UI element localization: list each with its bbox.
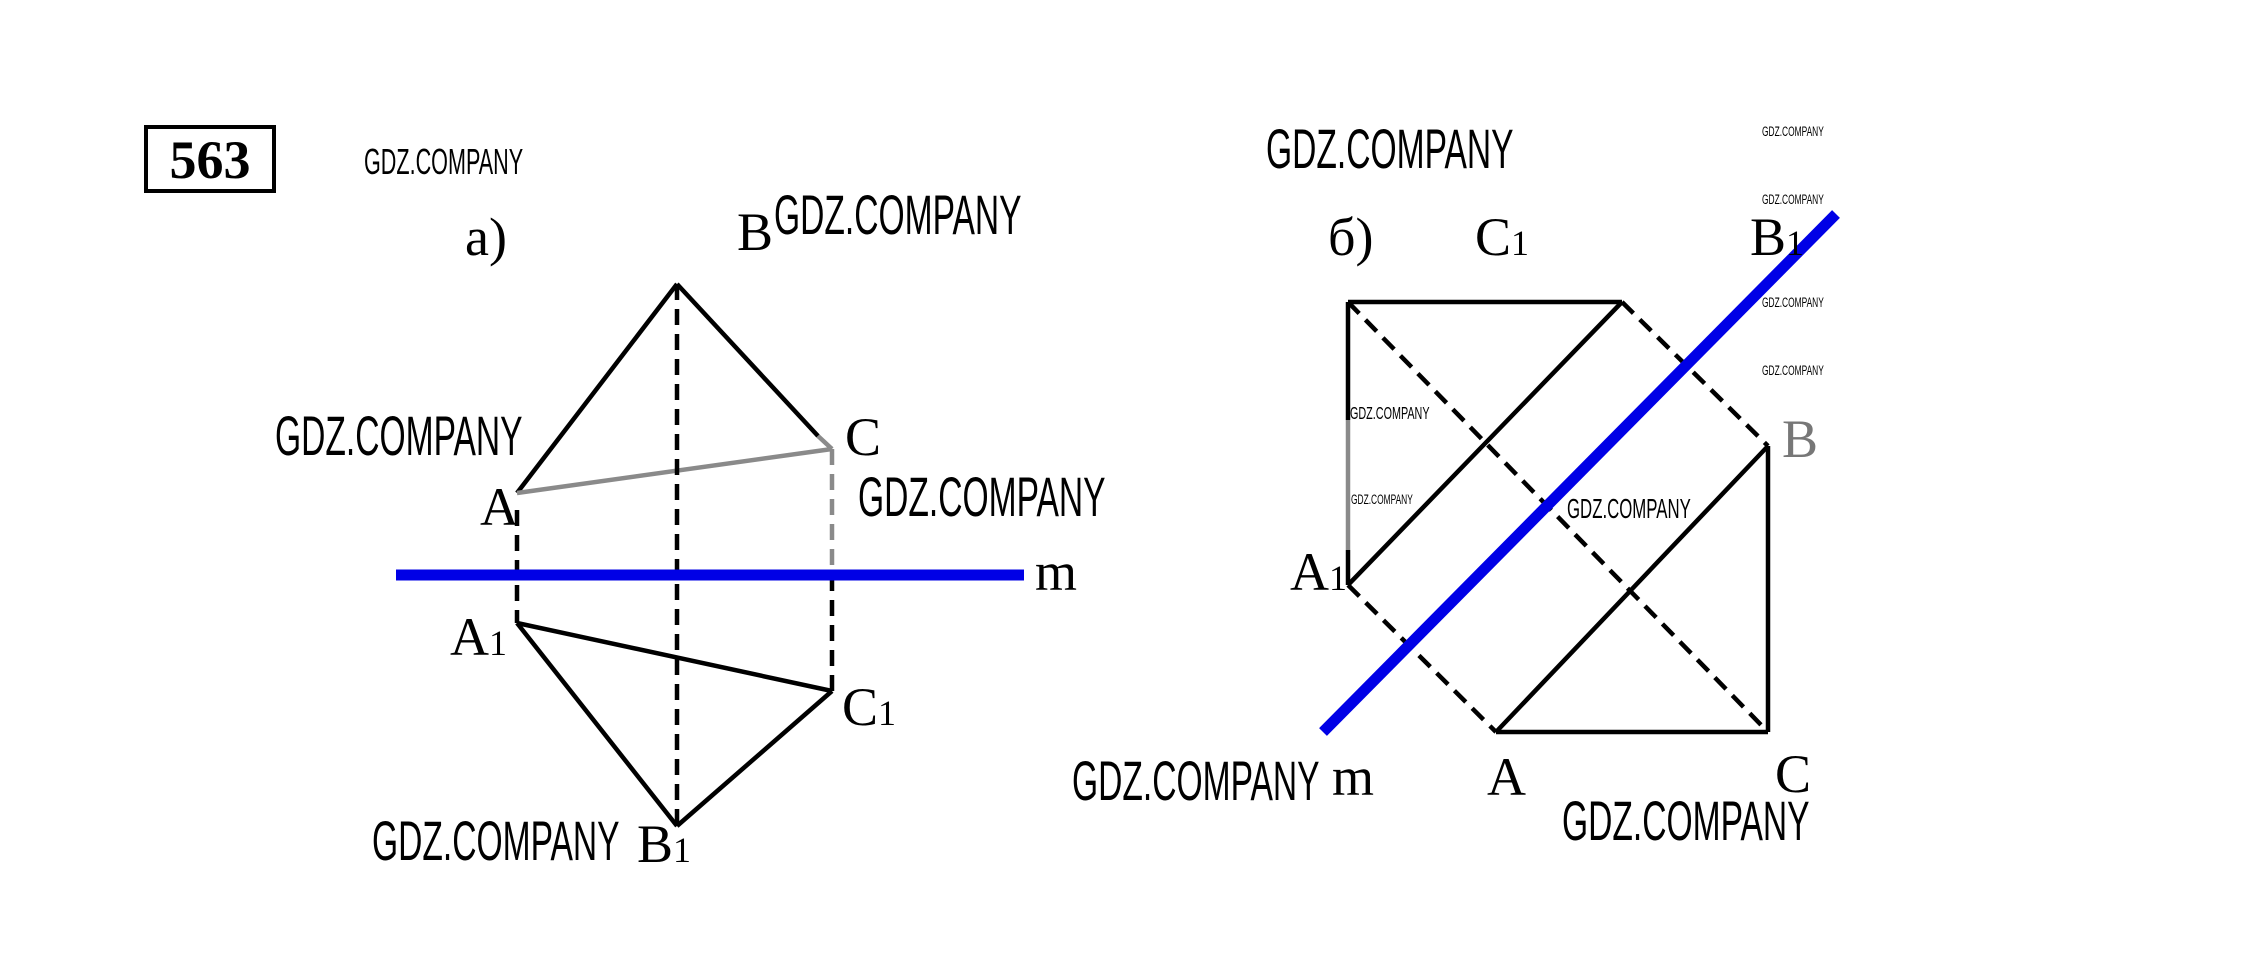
label-B1: B1 — [637, 814, 691, 874]
label-C: C — [1775, 744, 1811, 804]
edge-BC-hidden-part — [816, 434, 834, 451]
watermark: GDZ.COMPANY — [1762, 193, 1824, 208]
watermark: GDZ.COMPANY — [372, 809, 620, 872]
label-A: A — [480, 477, 519, 537]
edge-to-B-dashed — [1620, 300, 1770, 448]
problem-number-box — [144, 125, 276, 193]
label-C1: C1 — [842, 677, 896, 737]
edge-BA — [1494, 444, 1770, 734]
label-B: B — [737, 202, 773, 262]
watermark: GDZ.COMPANY — [364, 142, 523, 182]
watermark: GDZ.COMPANY — [1072, 749, 1320, 812]
edge-A1B1 — [515, 621, 679, 828]
figure-a-caption: a) — [465, 207, 507, 267]
label-m: m — [1035, 542, 1077, 602]
watermark: GDZ.COMPANY — [1762, 364, 1824, 379]
figure-b: б) C1 B1 B A1 m A C — [1290, 207, 1840, 807]
edge-A1-A-dashed — [1346, 583, 1498, 734]
figure-b-caption: б) — [1328, 207, 1373, 267]
label-C: C — [845, 407, 881, 467]
watermark: GDZ.COMPANY — [1350, 404, 1430, 423]
edge-A1-top-right — [1346, 300, 1624, 587]
watermark: GDZ.COMPANY — [1562, 789, 1810, 852]
watermark: GDZ.COMPANY — [1567, 493, 1691, 525]
axis-m — [1319, 210, 1840, 736]
label-A: A — [1487, 747, 1526, 807]
problem-number: 563 — [170, 130, 251, 190]
label-B: B — [1782, 409, 1818, 469]
label-C1: C1 — [1475, 207, 1529, 267]
watermark: GDZ.COMPANY — [858, 465, 1106, 528]
edge-BC — [675, 282, 820, 438]
watermarks: GDZ.COMPANY GDZ.COMPANY GDZ.COMPANY GDZ.… — [275, 117, 1824, 872]
watermark: GDZ.COMPANY — [774, 183, 1022, 246]
figure-a: a) B C A m A1 C1 B1 — [396, 202, 1077, 874]
diagonal-dashed — [1346, 300, 1770, 734]
edge-A1C1 — [516, 620, 833, 694]
edge-AC — [516, 446, 833, 496]
label-A1: A1 — [1290, 542, 1347, 602]
label-m: m — [1332, 747, 1374, 807]
label-B1: B1 — [1750, 207, 1804, 267]
label-A1: A1 — [450, 607, 507, 667]
watermark: GDZ.COMPANY — [1266, 117, 1514, 180]
watermark: GDZ.COMPANY — [275, 404, 523, 467]
edge-C1B1 — [675, 689, 834, 828]
watermark: GDZ.COMPANY — [1762, 125, 1824, 140]
watermark: GDZ.COMPANY — [1762, 296, 1824, 311]
edge-AB — [515, 282, 679, 495]
watermark: GDZ.COMPANY — [1351, 493, 1413, 508]
